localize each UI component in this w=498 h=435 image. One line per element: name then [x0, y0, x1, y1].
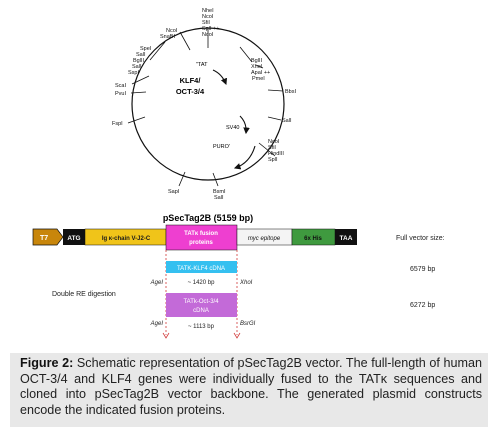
tick-right-lower: [258, 142, 276, 157]
site-top-1: NheI: [202, 8, 214, 14]
tick-bsmi: [212, 172, 219, 187]
site-top-2: NcoI: [202, 14, 214, 20]
tick-scai: [131, 75, 150, 85]
site-sfii-r: SfiI: [268, 145, 276, 151]
site-fspi: FspI: [112, 121, 123, 127]
site-top-4: SplI ++: [202, 26, 219, 32]
site-bglii-l: BglII: [133, 58, 144, 64]
oct-insert-bar: [166, 293, 237, 317]
full-vector-size-label: Full vector size:: [396, 235, 445, 242]
site-sspi: SspI: [128, 70, 139, 76]
site-top-3: SfiI: [202, 20, 210, 26]
tick-ncoi: [179, 31, 191, 51]
caption-text: Schematic representation of pSecTag2B ve…: [20, 356, 482, 417]
site-spei: SpeI: [140, 46, 152, 52]
plasmid-name: pSecTag2B (5159 bp): [163, 213, 253, 223]
oct-insert-bp: ~ 1113 bp: [188, 324, 215, 330]
sv40-arrow: [239, 115, 250, 135]
insert-label-oct: OCT-3/4: [176, 87, 205, 96]
site-xhoi: XhoI: [251, 64, 263, 70]
tick-fspi: [127, 116, 146, 124]
site-sali-l2: SalI: [132, 64, 142, 70]
puro-label: PURO': [213, 144, 230, 150]
site-sapi: SapI: [168, 189, 180, 195]
atg-segment: [63, 229, 85, 245]
tick-right-upper: [239, 46, 253, 63]
klf4-insert-label: TATK-KLF4 cDNA: [177, 266, 225, 272]
oct-left-site: AgeI: [150, 321, 164, 327]
tick-sapi: [178, 171, 186, 187]
site-labels: NheI NcoI SfiI SplI ++ NcoI NcoI SnaBI S…: [112, 8, 296, 201]
site-sali-b: SalI: [214, 195, 224, 201]
site-ncoi-r: NcoI: [268, 139, 280, 145]
site-bsmi: BsmI: [213, 189, 226, 195]
tat-label: "TAT: [196, 62, 208, 68]
double-re-digestion-label: Double RE digestion: [52, 291, 116, 298]
myc-epitope-label: myc epitope: [248, 236, 281, 242]
figure-caption: Figure 2: Schematic representation of pS…: [10, 353, 488, 427]
site-sali-l1: SalI: [136, 52, 146, 58]
site-scai: ScaI: [115, 83, 126, 89]
klf4-vector-size: 6579 bp: [410, 266, 435, 273]
left-cut-arrow: [162, 332, 170, 339]
site-ticks: [127, 28, 284, 187]
oct-vector-size: 6272 bp: [410, 302, 435, 309]
site-pmei: PmeI: [252, 76, 265, 82]
right-cut-arrow: [233, 332, 241, 339]
tat-fusion-label-1: TATκ fusion: [184, 231, 218, 237]
site-sali-r: SalI: [282, 118, 292, 124]
tat-arrow: [212, 69, 228, 86]
t7-label: T7: [40, 235, 48, 242]
figure-label: Figure 2:: [20, 356, 74, 370]
his-tag-label: 6x His: [304, 236, 322, 242]
site-hindiii: HindIII: [268, 151, 284, 157]
plasmid-map-panel: [90, 4, 402, 212]
tat-fusion-segment: [165, 224, 238, 251]
oct-right-site: BsrGI: [240, 321, 256, 327]
taa-label: TAA: [340, 235, 353, 242]
oct-insert-label-2: cDNA: [193, 308, 209, 314]
puro-arrow: [233, 145, 256, 170]
insert-label-klf4: KLF4/: [180, 76, 202, 85]
site-snabi: SnaBI: [160, 34, 175, 40]
tick-bbsi: [267, 89, 284, 92]
oct-insert-label-1: TATk-Oct-3/4: [183, 299, 219, 305]
site-spli-r: SplI: [268, 157, 278, 163]
klf4-right-site: XhoI: [239, 280, 253, 286]
tick-sali: [267, 116, 282, 121]
tick-pmei: [255, 64, 264, 69]
t7-promoter-arrow: [32, 228, 64, 246]
tick-left-upper: [149, 41, 166, 61]
site-bbsi: BbsI: [285, 89, 296, 95]
site-top-5: NcoI: [202, 32, 214, 38]
site-ncoi: NcoI: [166, 28, 178, 34]
site-bglii-r: BglII: [251, 58, 262, 64]
linear-construct: T7 ATG Ig κ-chain V-J2-C TATκ fusion pro…: [32, 224, 445, 339]
igk-label: Ig κ-chain V-J2-C: [102, 236, 151, 242]
taa-segment: [335, 229, 357, 245]
atg-label: ATG: [67, 235, 80, 242]
tat-fusion-label-2: proteins: [189, 240, 213, 246]
klf4-left-site: AgeI: [150, 280, 164, 286]
tick-pvui: [130, 91, 147, 94]
plasmid-map: KLF4/ OCT-3/4 "TAT SV40 PURO' Nhe: [90, 4, 402, 223]
site-apai: ApaI ++: [251, 70, 270, 76]
sv40-label: SV40: [226, 125, 239, 131]
klf4-insert-bp: ~ 1420 bp: [188, 280, 216, 286]
klf4-insert-bar: [166, 261, 237, 273]
site-pvui: PvuI: [115, 91, 126, 97]
